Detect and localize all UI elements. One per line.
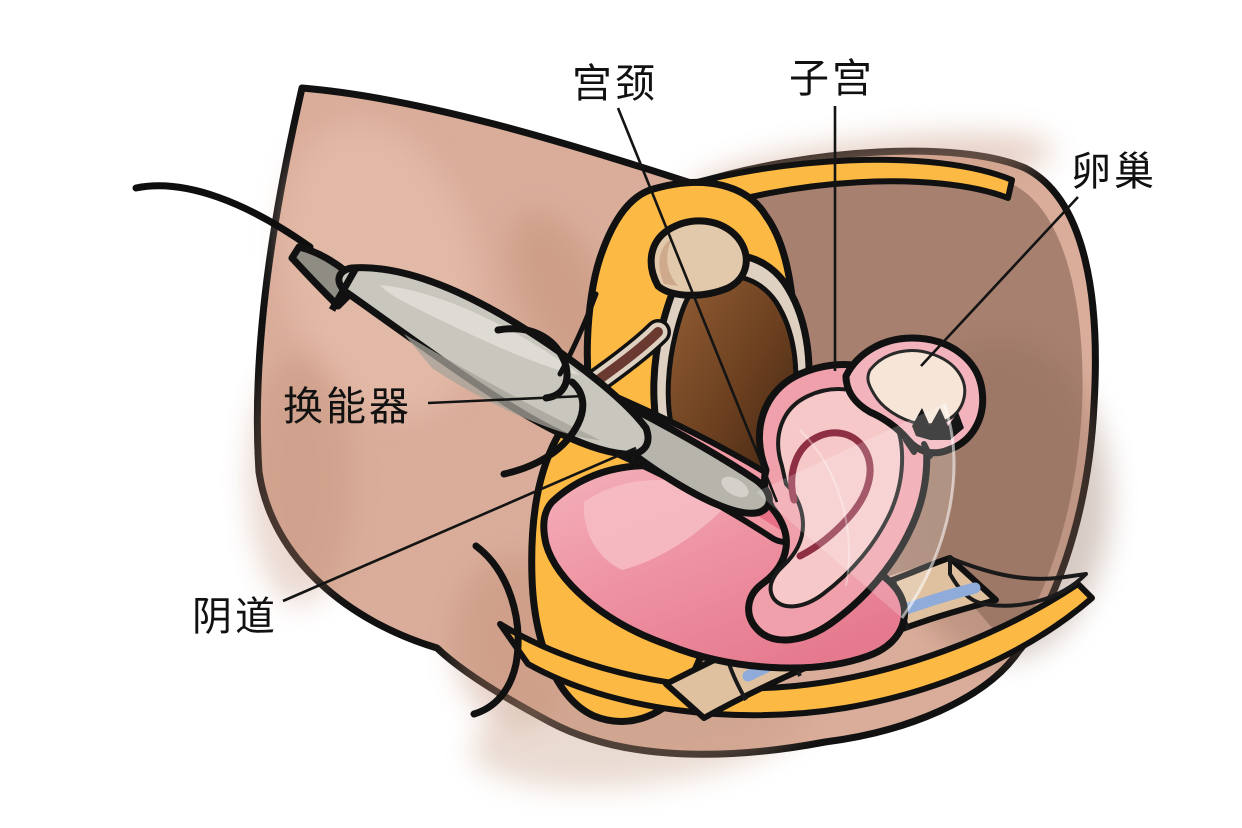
fan-arc: [900, 403, 956, 619]
labels: 宫颈 子宫 卵巢 换能器 阴道: [192, 57, 1157, 639]
leader-vagina: [282, 446, 637, 603]
rectum-highlight: [583, 479, 732, 570]
mons-crease: [557, 291, 599, 377]
probe-body-highlight: [380, 285, 580, 375]
leader-lines: [282, 106, 1079, 603]
leader-ovary: [920, 196, 1079, 367]
probe-tip-shine: [721, 476, 749, 498]
pubic-bone-shade: [659, 238, 678, 286]
labia-fold-lower: [500, 378, 587, 478]
fimbriae-strand: [921, 441, 933, 459]
perineum-crease: [470, 542, 522, 718]
leader-cervix: [616, 107, 779, 503]
fan-arc-inner: [799, 429, 850, 587]
probe-ring: [328, 266, 360, 312]
uterus-group: [745, 361, 931, 644]
fat-top-band: [652, 156, 1015, 219]
skin-folds: [470, 291, 599, 718]
label-uterus: 子宫: [789, 57, 875, 101]
leader-transducer: [427, 394, 585, 405]
label-ovary: 卵巢: [1071, 150, 1157, 194]
label-cervix: 宫颈: [572, 62, 658, 106]
ultrasound-fan: [756, 403, 956, 619]
ovary-shape: [866, 349, 967, 427]
probe-cable: [132, 182, 314, 251]
label-vagina: 阴道: [192, 595, 278, 639]
fan-wedge: [756, 404, 955, 618]
label-transducer: 换能器: [283, 385, 412, 429]
uterine-cavity: [788, 429, 874, 560]
fimbriae-strand: [903, 437, 917, 455]
pubic-bone: [647, 217, 750, 299]
